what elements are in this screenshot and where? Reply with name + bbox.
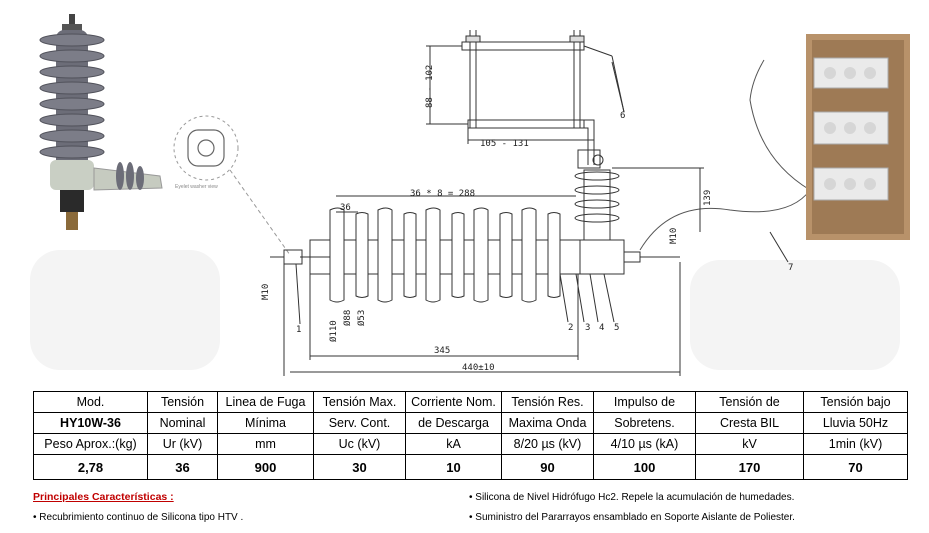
packaging-photo [806,34,910,240]
header-cell: Sobretens. [593,412,696,434]
dim-shed-pitch: 36 [340,203,351,213]
unit-cell: kA [405,433,502,455]
header-cell: Tensión [147,391,218,413]
features-title: Principales Características : [33,491,174,503]
spec-table: Mod. Tensión Linea de Fuga Tensión Max. … [33,391,908,480]
dim-dia-large: Ø110 [328,320,339,342]
header-cell: Linea de Fuga [217,391,314,413]
header-cell: Tensión de [695,391,804,413]
dim-terminal-right: M10 [669,228,679,244]
technical-drawing [270,30,811,376]
unit-cell: Peso Aprox.:(kg) [33,433,148,455]
callout-2: 2 [568,323,573,333]
value-cell: 36 [147,454,218,480]
dim-sheds: 36 * 8 = 288 [410,189,475,199]
header-cell: Mod. [33,391,148,413]
header-cell: Cresta BIL [695,412,804,434]
dim-fixing-height: 88 - 102 [425,65,435,108]
unit-cell: 4/10 µs (kA) [593,433,696,455]
detail-caption: Eyelet washer view [175,184,218,190]
header-cell: Impulso de [593,391,696,413]
header-cell: Maxima Onda [501,412,594,434]
unit-cell: Uc (kV) [313,433,406,455]
callouts: 1 2 3 4 5 6 7 [296,111,793,335]
unit-cell: 8/20 µs (kV) [501,433,594,455]
arrester-photo [39,14,163,230]
callout-4: 4 [599,323,604,333]
header-cell: Lluvia 50Hz [803,412,908,434]
product-drawing: Eyelet washer view [30,14,910,376]
table-subheader-row: HY10W-36 Nominal Mínima Serv. Cont. de D… [33,412,908,434]
value-cell: 2,78 [33,454,148,480]
unit-cell: Ur (kV) [147,433,218,455]
table-header-row: Mod. Tensión Linea de Fuga Tensión Max. … [33,391,908,413]
value-cell: 900 [217,454,314,480]
value-cell: 10 [405,454,502,480]
model-cell: HY10W-36 [33,412,148,434]
header-cell: Corriente Nom. [405,391,502,413]
washer-detail: Eyelet washer view [173,115,291,256]
header-cell: de Descarga [405,412,502,434]
unit-cell: mm [217,433,314,455]
callout-6: 6 [620,111,625,121]
callout-1: 1 [296,325,301,335]
dim-total-length: 440±10 [462,363,495,373]
unit-cell: kV [695,433,804,455]
feature-bullet: • Silicona de Nivel Hidrófugo Hc2. Repel… [469,492,795,503]
callout-7: 7 [788,263,793,273]
table-values-row: 2,78 36 900 30 10 90 100 170 70 [33,454,908,480]
feature-bullet: • Recubrimiento continuo de Silicona tip… [33,512,244,523]
unit-cell: 1min (kV) [803,433,908,455]
value-cell: 100 [593,454,696,480]
table-units-row: Peso Aprox.:(kg) Ur (kV) mm Uc (kV) kA 8… [33,433,908,455]
dim-body-length: 345 [434,346,450,356]
dim-fixing-width: 105 - 131 [480,139,529,149]
value-cell: 170 [695,454,804,480]
callout-3: 3 [585,323,590,333]
header-cell: Nominal [147,412,218,434]
value-cell: 70 [803,454,908,480]
header-cell: Tensión Res. [501,391,594,413]
dim-dia-small: Ø53 [356,310,367,326]
background-watermark [30,250,900,370]
dim-arrester-top: 139 [703,190,713,206]
header-cell: Tensión Max. [313,391,406,413]
header-cell: Tensión bajo [803,391,908,413]
callout-5: 5 [614,323,619,333]
value-cell: 30 [313,454,406,480]
dim-terminal-left: M10 [261,284,271,300]
header-cell: Mínima [217,412,314,434]
value-cell: 90 [501,454,594,480]
header-cell: Serv. Cont. [313,412,406,434]
feature-bullet: • Suministro del Pararrayos ensamblado e… [469,512,795,523]
dim-dia-mid: Ø88 [342,310,353,326]
